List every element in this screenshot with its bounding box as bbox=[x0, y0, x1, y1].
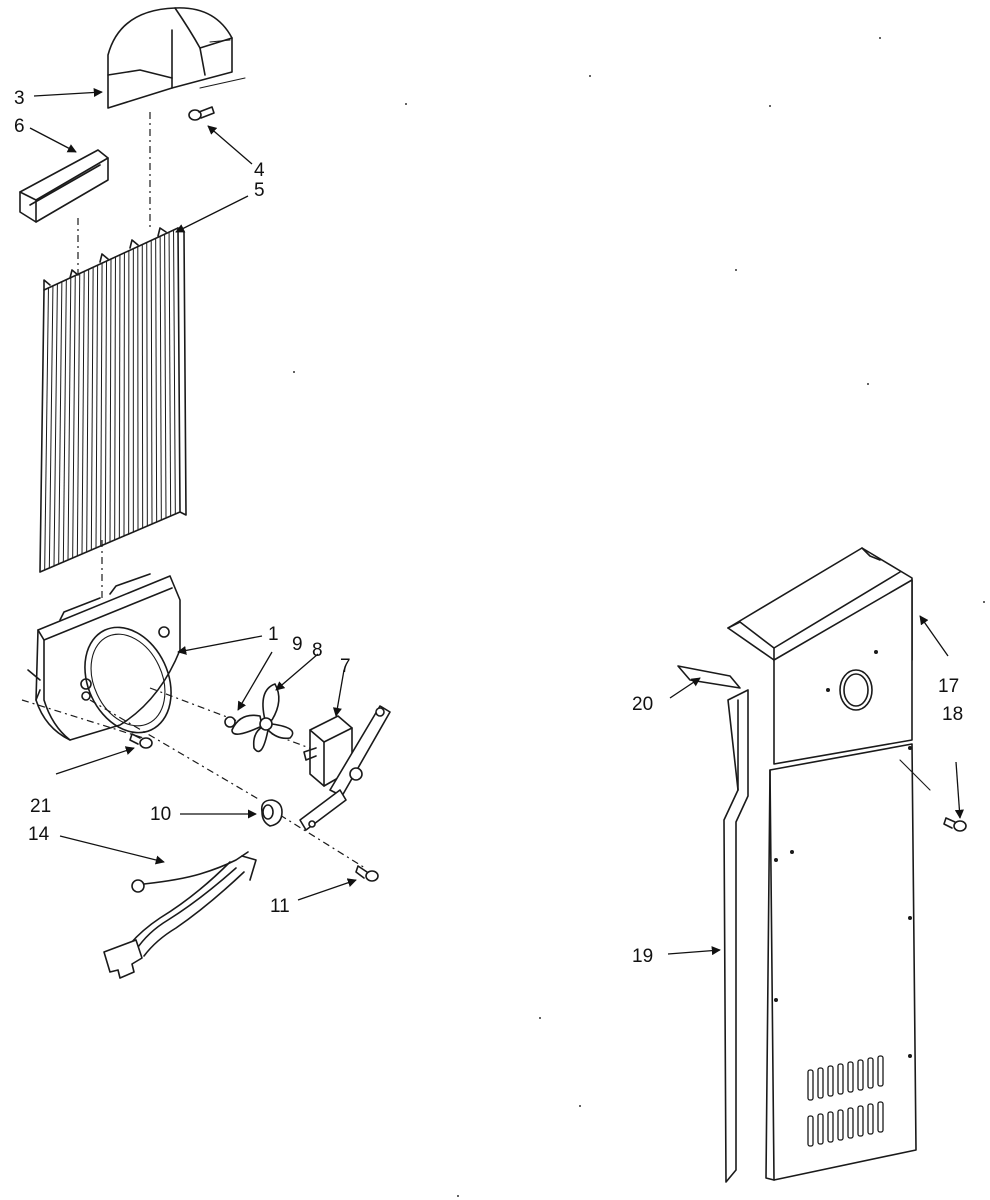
vent-slot bbox=[837, 1063, 844, 1095]
vent-slot bbox=[817, 1113, 824, 1145]
cover-rib bbox=[118, 254, 121, 539]
cover-rib bbox=[48, 285, 54, 569]
fan-motor-part-7 bbox=[299, 705, 391, 831]
vent-slot bbox=[877, 1101, 884, 1133]
grommet-part-10 bbox=[260, 799, 283, 827]
screw-part-18 bbox=[943, 817, 967, 832]
vent-slot bbox=[867, 1103, 874, 1135]
callout-8: 8 bbox=[312, 640, 323, 661]
vent-slot bbox=[857, 1059, 864, 1091]
cover-rib bbox=[58, 281, 63, 565]
callout-5: 5 bbox=[254, 180, 265, 201]
callout-21: 21 bbox=[30, 796, 51, 817]
vent-slot bbox=[817, 1067, 824, 1099]
callout-18: 18 bbox=[942, 704, 963, 725]
duct-cover-part bbox=[107, 7, 233, 109]
callout-11: 11 bbox=[270, 896, 290, 917]
vent-slot bbox=[847, 1107, 854, 1139]
vent-slot bbox=[807, 1069, 814, 1101]
screw-part-21 bbox=[129, 733, 153, 749]
cover-rib bbox=[168, 232, 172, 517]
callout-3: 3 bbox=[14, 88, 25, 109]
callout-17: 17 bbox=[938, 676, 959, 697]
cover-rib bbox=[109, 258, 112, 543]
cover-rib bbox=[100, 263, 103, 547]
cover-rib bbox=[86, 269, 90, 553]
cover-rib bbox=[159, 236, 162, 521]
rear-panel-upper-part-17 bbox=[727, 547, 913, 765]
cover-rib bbox=[44, 287, 49, 571]
fan-blade-part-8 bbox=[231, 683, 294, 753]
callout-9: 9 bbox=[292, 634, 303, 655]
fan-shroud-part-1 bbox=[27, 573, 181, 741]
cover-rib bbox=[67, 277, 72, 561]
trim-strip-part-19 bbox=[723, 689, 749, 1183]
bracket-part-6 bbox=[19, 149, 109, 223]
callout-10: 10 bbox=[150, 804, 171, 825]
callout-1: 1 bbox=[268, 624, 279, 645]
cover-rib bbox=[155, 238, 158, 523]
rear-panel-lower bbox=[765, 743, 917, 1181]
callout-14: 14 bbox=[28, 824, 50, 845]
screw-part-11 bbox=[355, 865, 379, 882]
vent-slot bbox=[837, 1109, 844, 1141]
cover-rib bbox=[164, 234, 167, 519]
cover-rib bbox=[76, 273, 81, 557]
wire-harness-part-14 bbox=[103, 851, 257, 979]
callout-7: 7 bbox=[340, 656, 351, 677]
cover-rib bbox=[62, 279, 67, 563]
leader-lines bbox=[29, 87, 964, 956]
callout-20: 20 bbox=[632, 694, 653, 715]
screw-part-4 bbox=[188, 106, 215, 121]
cover-rib bbox=[104, 261, 108, 545]
vent-slot bbox=[847, 1061, 854, 1093]
scan-speckles bbox=[293, 37, 985, 1197]
cover-rib bbox=[90, 267, 94, 551]
cover-rib bbox=[146, 242, 148, 527]
vent-slot bbox=[807, 1115, 814, 1147]
vent-slot bbox=[827, 1065, 834, 1097]
cover-rib bbox=[114, 256, 116, 541]
cover-rib bbox=[72, 275, 76, 559]
vent-slot bbox=[827, 1111, 834, 1143]
cover-rib bbox=[81, 271, 85, 555]
cover-rib bbox=[53, 283, 58, 567]
evaporator-cover-part-5 bbox=[39, 227, 187, 573]
nut-part-9 bbox=[224, 716, 236, 728]
vent-slot bbox=[857, 1105, 864, 1137]
vent-slot bbox=[867, 1057, 874, 1089]
callout-19: 19 bbox=[632, 946, 653, 967]
gasket-part-20 bbox=[677, 665, 741, 689]
cover-rib bbox=[150, 240, 153, 525]
cover-rib bbox=[95, 265, 99, 549]
vent-slot bbox=[877, 1055, 884, 1087]
callout-4: 4 bbox=[254, 160, 265, 181]
callout-6: 6 bbox=[14, 116, 25, 137]
cover-rib bbox=[173, 230, 176, 515]
